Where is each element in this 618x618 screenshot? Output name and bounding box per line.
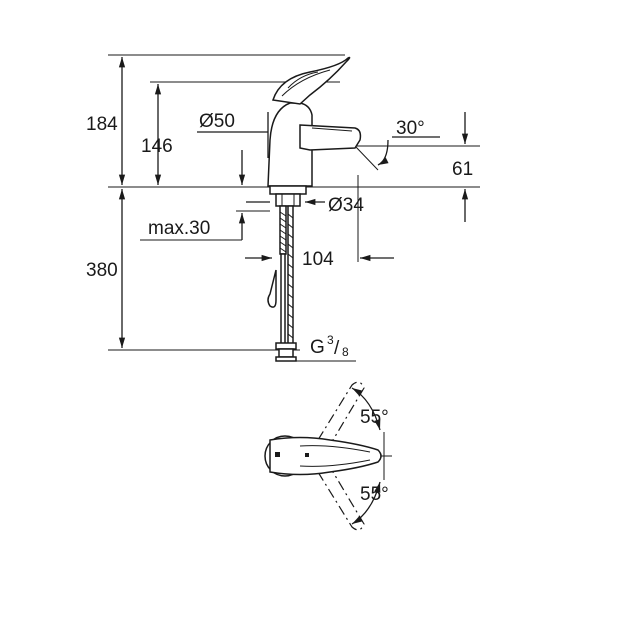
- dim-34-label: Ø34: [328, 195, 364, 216]
- dimension-184: 184: [86, 57, 126, 185]
- mixer-side-view: [267, 56, 362, 362]
- dimension-380: 380: [86, 189, 126, 348]
- dimension-61: 61: [452, 112, 473, 222]
- dimension-50: Ø50: [197, 111, 269, 158]
- dim-50-label: Ø50: [199, 111, 235, 132]
- dim-g-num: 3: [327, 333, 334, 347]
- dim-104-label: 104: [302, 249, 334, 270]
- dim-380-label: 380: [86, 260, 118, 281]
- dimension-146: 146: [141, 84, 173, 185]
- dim-g-label: G: [310, 337, 325, 358]
- dim-184-label: 184: [86, 114, 118, 135]
- dimension-30-deg: 30°: [354, 118, 440, 171]
- mixer-top-view: 55° 55°: [264, 381, 392, 531]
- dim-55-lower-label: 55°: [360, 484, 389, 505]
- dimension-34: Ø34: [246, 195, 364, 216]
- dim-max30-label: max.30: [148, 218, 210, 239]
- dim-61-label: 61: [452, 159, 473, 180]
- dimension-104: 104: [245, 175, 394, 270]
- dim-g-slash: /: [334, 338, 340, 359]
- dimension-g38: G 3 / 8: [296, 333, 356, 362]
- dim-g-den: 8: [342, 345, 349, 359]
- dim-55-upper-label: 55°: [360, 407, 389, 428]
- dimension-max30: max.30: [140, 150, 270, 241]
- dim-30deg-label: 30°: [396, 118, 425, 139]
- dim-146-label: 146: [141, 136, 173, 157]
